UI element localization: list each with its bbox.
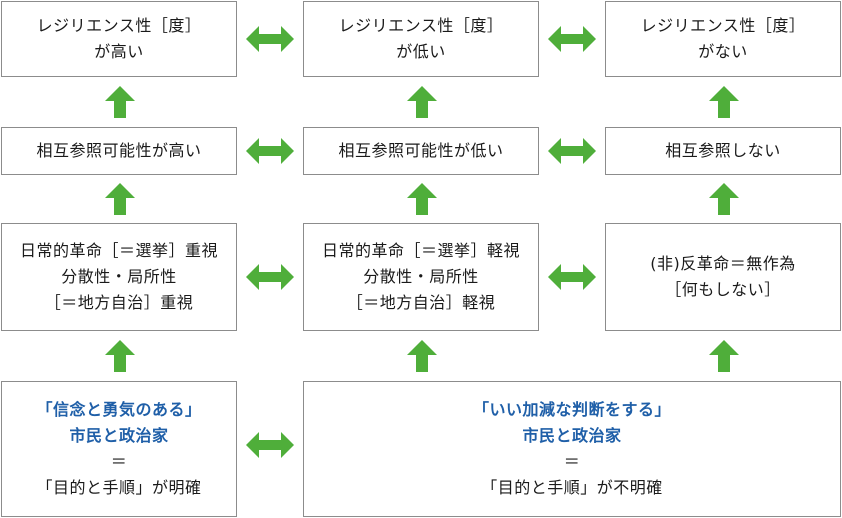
resilience-low-box: レジリエンス性［度］ が低い — [303, 1, 539, 77]
sloppy-equals: ＝ — [563, 452, 581, 471]
double-arrow-icon — [246, 432, 294, 458]
up-arrow-icon — [105, 340, 135, 372]
cross-reference-high-label: 相互参照可能性が高い — [36, 141, 202, 161]
sloppy-result: 「目的と手順」が不明確 — [481, 477, 663, 497]
sloppy-quote: 「いい加減な判断をする」 — [472, 400, 671, 420]
courage-citizens-box: 「信念と勇気のある」 市民と政治家 ＝ 「目的と手順」が明確 — [1, 381, 237, 517]
up-arrow-icon — [407, 340, 437, 372]
anti-revolution-line1: (非)反革命＝無作為 — [650, 254, 796, 274]
courage-equals: ＝ — [110, 452, 128, 471]
cross-reference-none-box: 相互参照しない — [605, 127, 841, 175]
courage-quote: 「信念と勇気のある」 — [36, 400, 202, 420]
resilience-low-line1: レジリエンス性［度］ — [338, 16, 504, 36]
up-arrow-icon — [709, 183, 739, 215]
double-arrow-icon — [548, 26, 596, 52]
anti-revolution-line2: ［何もしない］ — [665, 280, 781, 299]
revolution-light-line2: 分散性・局所性 — [363, 267, 479, 287]
resilience-high-line2: が高い — [94, 42, 144, 61]
up-arrow-icon — [709, 340, 739, 372]
revolution-light-line1: 日常的革命［＝選挙］軽視 — [321, 241, 520, 261]
resilience-low-line2: が低い — [396, 42, 446, 61]
up-arrow-icon — [407, 183, 437, 215]
resilience-none-box: レジリエンス性［度］ がない — [605, 1, 841, 77]
revolution-light-line3: ［＝地方自治］軽視 — [346, 292, 496, 312]
double-arrow-icon — [246, 264, 294, 290]
cross-reference-none-label: 相互参照しない — [665, 141, 781, 161]
revolution-emphasis-line1: 日常的革命［＝選挙］重視 — [19, 241, 218, 261]
cross-reference-low-box: 相互参照可能性が低い — [303, 127, 539, 175]
resilience-high-box: レジリエンス性［度］ が高い — [1, 1, 237, 77]
revolution-emphasis-line3: ［＝地方自治］重視 — [44, 292, 194, 312]
cross-reference-low-label: 相互参照可能性が低い — [338, 141, 504, 161]
up-arrow-icon — [709, 86, 739, 118]
sloppy-citizens-box: 「いい加減な判断をする」 市民と政治家 ＝ 「目的と手順」が不明確 — [303, 381, 841, 517]
anti-revolution-box: (非)反革命＝無作為 ［何もしない］ — [605, 223, 841, 331]
resilience-high-line1: レジリエンス性［度］ — [36, 16, 202, 36]
up-arrow-icon — [105, 86, 135, 118]
up-arrow-icon — [407, 86, 437, 118]
double-arrow-icon — [548, 264, 596, 290]
revolution-emphasis-line2: 分散性・局所性 — [61, 267, 177, 287]
revolution-light-box: 日常的革命［＝選挙］軽視 分散性・局所性 ［＝地方自治］軽視 — [303, 223, 539, 331]
up-arrow-icon — [105, 183, 135, 215]
revolution-emphasis-box: 日常的革命［＝選挙］重視 分散性・局所性 ［＝地方自治］重視 — [1, 223, 237, 331]
resilience-none-line2: がない — [698, 42, 748, 61]
courage-subject: 市民と政治家 — [69, 426, 169, 446]
double-arrow-icon — [548, 138, 596, 164]
double-arrow-icon — [246, 138, 294, 164]
cross-reference-high-box: 相互参照可能性が高い — [1, 127, 237, 175]
courage-result: 「目的と手順」が明確 — [36, 477, 202, 497]
resilience-none-line1: レジリエンス性［度］ — [640, 16, 806, 36]
double-arrow-icon — [246, 26, 294, 52]
sloppy-subject: 市民と政治家 — [522, 426, 622, 446]
